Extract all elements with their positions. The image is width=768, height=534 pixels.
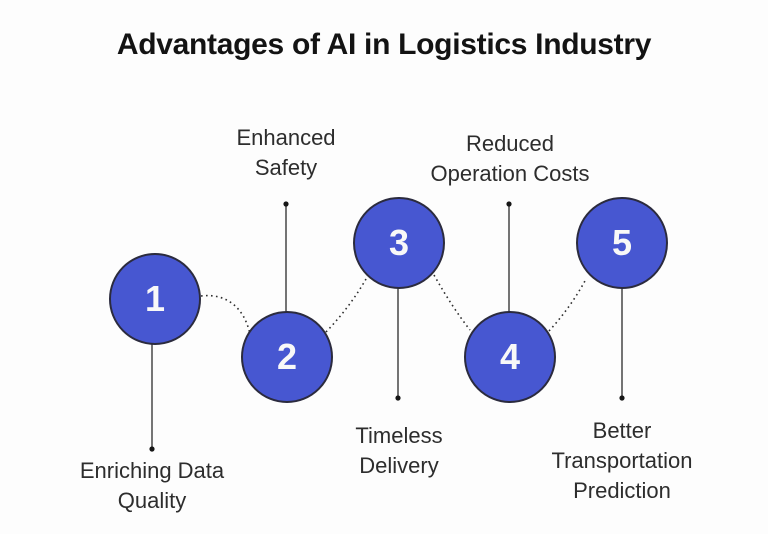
step-label-4-line-2: Operation Costs [430, 161, 590, 186]
step-label-3: Timeless Delivery [279, 421, 519, 481]
step-circle-3: 3 [353, 197, 445, 289]
step-label-2: Enhanced Safety [166, 123, 406, 183]
step-number-2: 2 [276, 336, 298, 377]
step-circle-5: 5 [576, 197, 668, 289]
step-label-1-line-1: Enriching Data [79, 458, 225, 483]
step-label-1: Enriching Data Quality [32, 456, 272, 516]
step-number-1: 1 [144, 278, 166, 319]
step-label-2-line-1: Enhanced [236, 125, 336, 150]
step-circle-2: 2 [241, 311, 333, 403]
step-circle-1: 1 [109, 253, 201, 345]
step-label-1-line-2: Quality [117, 488, 187, 513]
step-circle-4: 4 [464, 311, 556, 403]
page-title: Advantages of AI in Logistics Industry [116, 28, 652, 61]
dotted-curve-3-4 [433, 274, 471, 331]
step-label-5-line-3: Prediction [573, 478, 671, 503]
step-number-5: 5 [611, 222, 633, 263]
pointer-line-3 [395, 275, 401, 401]
step-number-4: 4 [499, 336, 521, 377]
step-label-5-line-1: Better [592, 418, 652, 443]
step-label-5-line-2: Transportation [551, 448, 693, 473]
dotted-curve-2-3 [325, 278, 367, 333]
pointer-line-5 [619, 277, 625, 401]
step-label-4: Reduced Operation Costs [390, 129, 630, 189]
dotted-curve-1-2 [200, 294, 251, 335]
step-label-2-line-2: Safety [254, 155, 318, 180]
pointer-line-2 [283, 201, 289, 324]
step-number-3: 3 [388, 222, 410, 263]
dotted-curve-4-5 [548, 278, 587, 332]
step-label-3-line-1: Timeless [355, 423, 443, 448]
step-label-5: Better Transportation Prediction [502, 416, 742, 506]
pointer-line-4 [506, 201, 512, 324]
step-label-4-line-1: Reduced [465, 131, 555, 156]
step-label-3-line-2: Delivery [359, 453, 439, 478]
